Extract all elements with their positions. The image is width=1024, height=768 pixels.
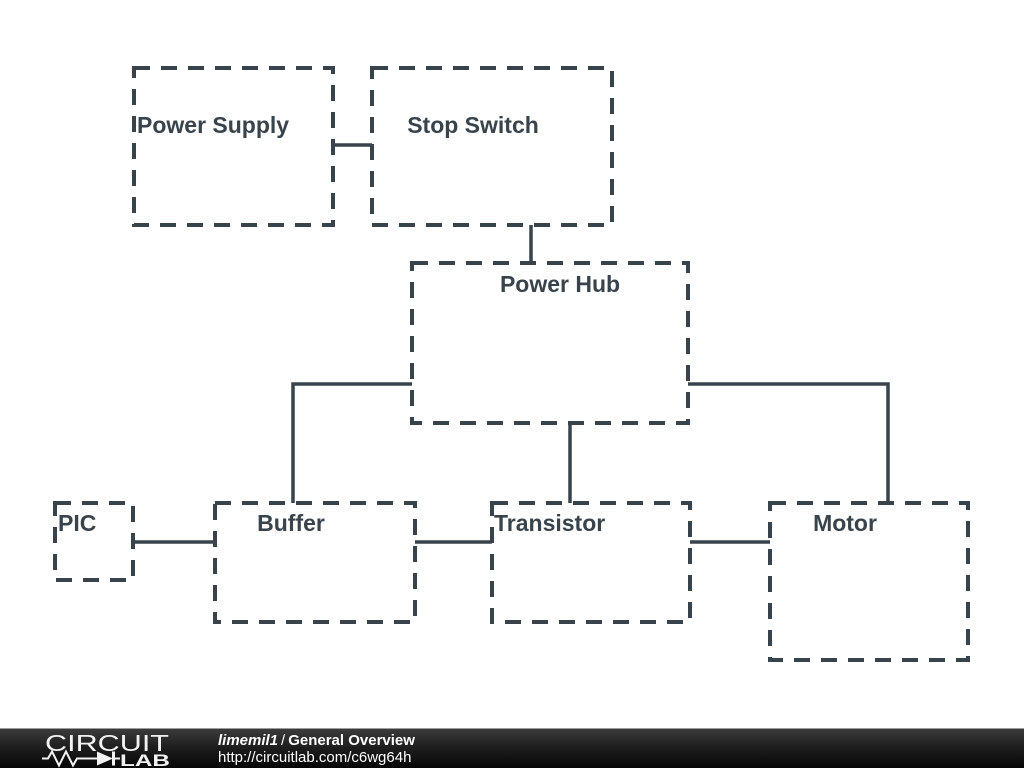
connector-power-hub-buffer xyxy=(291,382,412,503)
footer-separator: / xyxy=(281,732,286,749)
block-stop-switch-label: Stop Switch xyxy=(407,112,539,138)
block-power-hub-outline xyxy=(410,261,690,425)
block-pic-outline xyxy=(53,501,135,582)
footer-page-title: General Overview xyxy=(288,732,415,749)
block-motor-outline xyxy=(768,501,970,662)
resistor-diode-icon xyxy=(42,749,120,768)
block-motor-label: Motor xyxy=(813,510,877,536)
block-stop-switch: Stop Switch xyxy=(370,66,614,227)
block-transistor-outline xyxy=(490,501,692,624)
block-buffer-outline xyxy=(213,501,417,624)
block-pic-label: PIC xyxy=(58,510,96,536)
block-stop-switch-outline xyxy=(370,66,614,227)
block-pic: PIC xyxy=(53,501,135,582)
circuitlab-logo-lab-text: LAB xyxy=(120,751,170,768)
block-power-supply-outline xyxy=(132,66,335,227)
block-diagram: Power Supply Stop Switch Power Hub PIC B… xyxy=(53,66,970,662)
block-buffer-label: Buffer xyxy=(257,510,325,536)
footer-bar: CIRCUIT LAB limemil1/General Overview ht… xyxy=(0,728,1024,768)
block-power-hub: Power Hub xyxy=(410,261,690,425)
block-power-hub-label: Power Hub xyxy=(500,271,620,297)
block-transistor: Transistor xyxy=(490,501,692,624)
block-power-supply: Power Supply xyxy=(132,66,335,227)
block-motor: Motor xyxy=(768,501,970,662)
block-buffer: Buffer xyxy=(213,501,417,624)
block-power-supply-label: Power Supply xyxy=(137,112,289,138)
footer-title-line: limemil1/General Overview xyxy=(218,732,415,749)
footer-url: http://circuitlab.com/c6wg64h xyxy=(218,749,412,766)
connector-power-hub-motor xyxy=(688,382,890,503)
circuitlab-logo: CIRCUIT LAB xyxy=(42,730,170,768)
footer-author: limemil1 xyxy=(218,732,279,749)
block-transistor-label: Transistor xyxy=(494,510,605,536)
footer-meta: limemil1/General Overview http://circuit… xyxy=(218,732,415,766)
